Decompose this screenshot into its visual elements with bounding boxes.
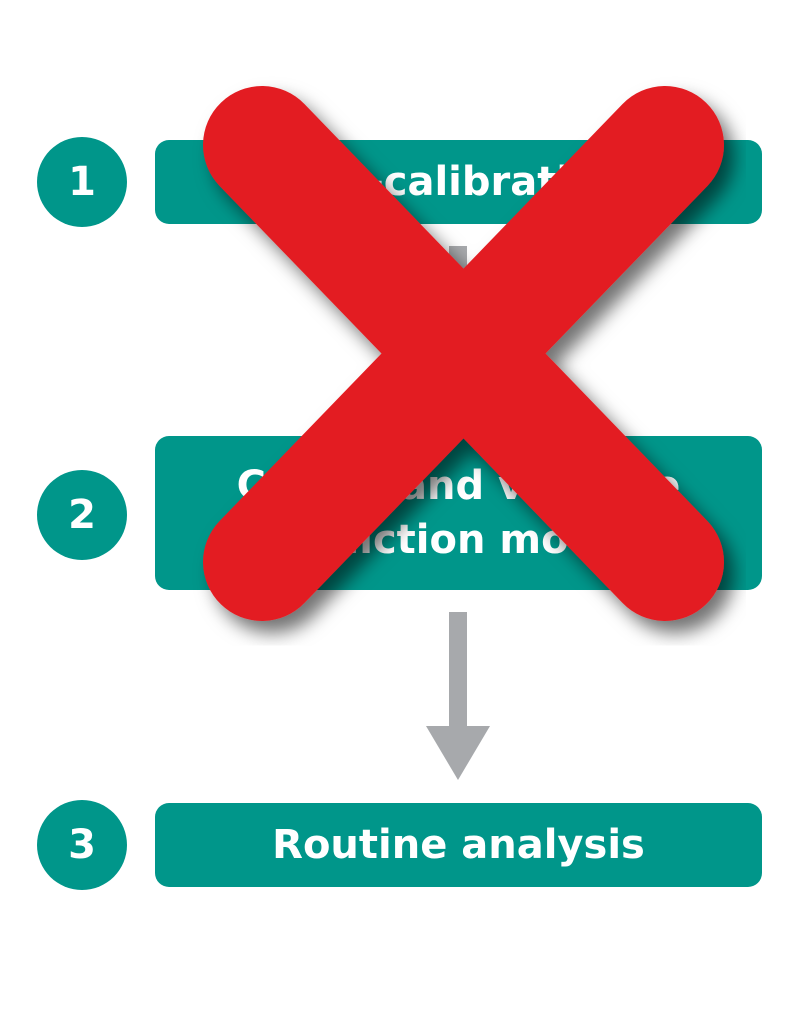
step-3-number-badge: 3 [37,800,127,890]
arrow-step-2-to-3 [449,612,467,728]
step-2-number-badge: 2 [37,470,127,560]
step-1-number-badge: 1 [37,137,127,227]
arrow-step-2-to-3-head [426,726,490,780]
step-2-number: 2 [68,492,96,538]
step-2-label: Create and validate prediction models [236,463,681,563]
step-1-number: 1 [68,159,96,205]
step-1-label: Pre-calibration [290,159,627,205]
step-2-box: Create and validate prediction models [155,436,762,590]
step-3-number: 3 [68,822,96,868]
step-3-box: Routine analysis [155,803,762,887]
step-3-label: Routine analysis [272,822,645,868]
arrow-step-1-to-2 [449,246,467,396]
step-1-box: Pre-calibration [155,140,762,224]
